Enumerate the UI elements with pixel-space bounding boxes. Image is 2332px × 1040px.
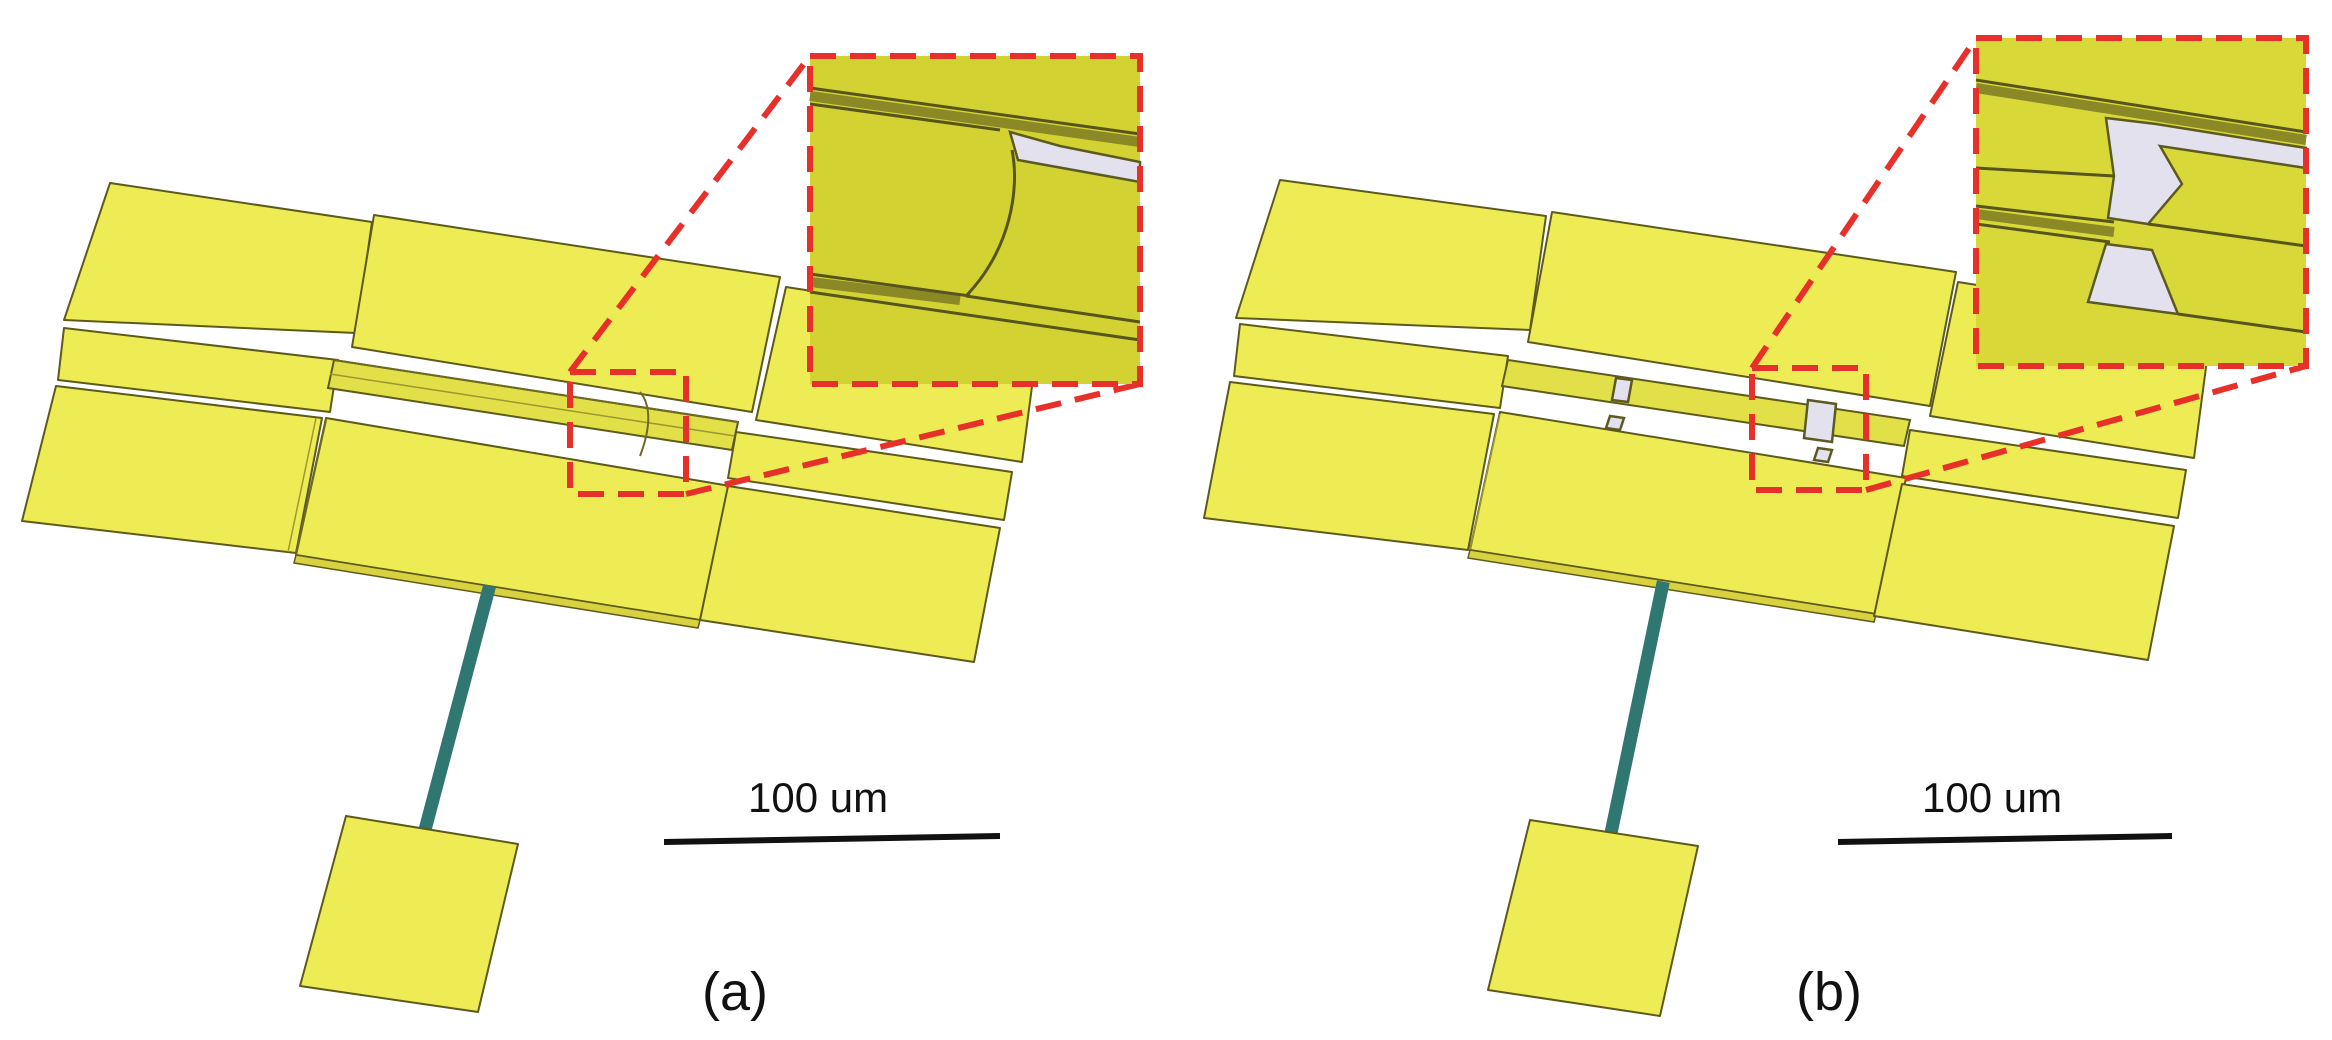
gap-b-1 xyxy=(1610,376,1634,404)
feed-line-b xyxy=(1602,580,1670,846)
inset-a xyxy=(807,53,1143,387)
pad-a-left-top xyxy=(63,182,373,334)
panel-label-b: (b) xyxy=(1796,962,1862,1022)
gap-b-2 xyxy=(1802,398,1838,444)
notch-a xyxy=(639,391,650,457)
pad-b-left-bottom xyxy=(1203,381,1495,551)
gap-b-3 xyxy=(1604,414,1626,432)
pad-a-middle-top xyxy=(351,214,781,413)
strip-a-right xyxy=(727,431,1013,521)
feed-line-a xyxy=(418,584,496,834)
panel-b: 100 um (b) xyxy=(1203,35,2309,1022)
scale-label-b: 100 um xyxy=(1922,774,2062,821)
pad-b-left-top xyxy=(1235,179,1547,331)
pad-b-right-bottom xyxy=(1873,483,2175,661)
panel-label-a: (a) xyxy=(702,962,768,1022)
strip-b-left xyxy=(1233,323,1509,409)
rail-a-bottom xyxy=(293,554,701,629)
inset-b xyxy=(1973,35,2309,369)
pad-a-right-bottom xyxy=(699,485,1001,663)
rail-b-bottom xyxy=(1467,549,1877,623)
pad-b-middle-top xyxy=(1527,211,1957,407)
contact-pad-a xyxy=(299,815,519,1013)
scale-bar-b xyxy=(1837,833,2173,845)
scale-label-a: 100 um xyxy=(748,774,888,821)
strip-a-left xyxy=(57,327,339,413)
contact-pad-b xyxy=(1487,819,1699,1017)
gap-b-4 xyxy=(1812,446,1834,464)
scale-bar-a xyxy=(663,833,1001,845)
panel-a: 100 um (a) xyxy=(21,53,1143,1022)
pad-a-left-bottom xyxy=(21,385,323,554)
strip-b-right xyxy=(1901,429,2187,519)
